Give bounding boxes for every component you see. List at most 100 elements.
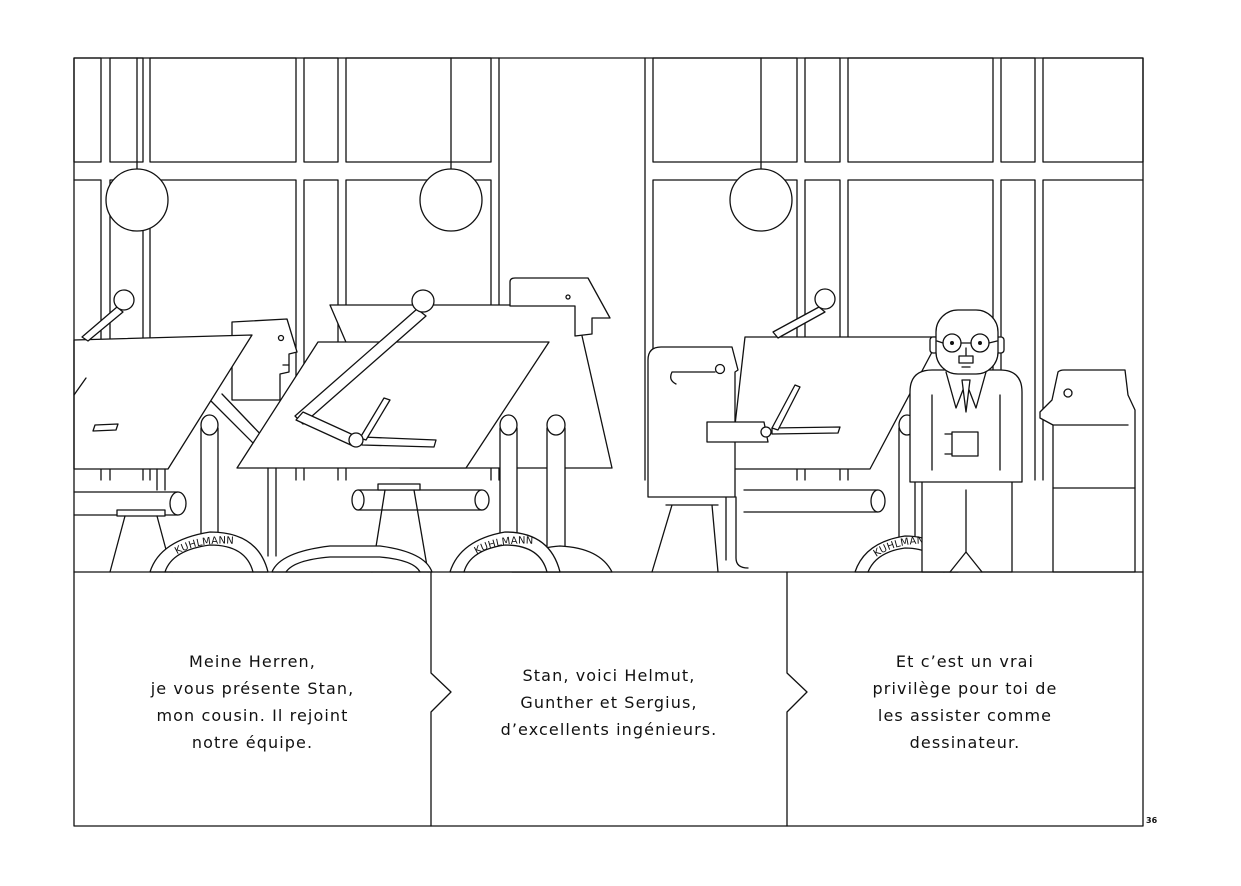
window-pane-upper: [73, 57, 102, 163]
window-pane-upper: [303, 57, 339, 163]
stool-seat: [116, 509, 166, 517]
window-pane-upper: [804, 57, 841, 163]
footrest-pipe: [357, 489, 483, 511]
table-stand: [267, 467, 277, 557]
chair-base-inner: [285, 556, 421, 573]
caption-line: d’excellents ingénieurs.: [500, 719, 718, 739]
engineer-boxy-arm: [706, 421, 769, 443]
helmut-tie: [961, 379, 971, 413]
table-post-top: [546, 414, 566, 436]
lamp-globe: [729, 168, 793, 232]
drafting-arm: [772, 306, 826, 339]
window-pane-upper: [109, 57, 144, 163]
caption-divider: [786, 571, 808, 827]
caption-line: Meine Herren,: [189, 652, 316, 671]
helmut-feet: [949, 551, 983, 573]
seat-stand: [725, 496, 749, 569]
ruler: [771, 384, 801, 431]
engineer-center-eye: [565, 294, 571, 300]
helmut-cuff: [944, 433, 953, 455]
drafting-table-center: KUHLMANN: [236, 289, 613, 573]
caption-line: dessinateur.: [909, 733, 1021, 752]
helmut-hand: [951, 431, 979, 457]
engineer-right: [1039, 369, 1136, 573]
drafting-arm-pivot: [411, 289, 435, 313]
caption-line: Stan, voici Helmut,: [522, 665, 696, 685]
drafting-arm-pivot: [814, 288, 836, 310]
stool-legs: [651, 504, 719, 573]
helmut-torso: [909, 369, 1023, 483]
stool-seat: [377, 483, 421, 491]
footrest-pipe-end: [169, 491, 187, 516]
window-pane-upper: [847, 57, 994, 163]
engineer-boxy-brow: [670, 371, 716, 385]
helmut-eye: [950, 341, 954, 345]
helmut-mustache: [958, 355, 974, 364]
helmut-head: [935, 309, 999, 375]
window-pane-upper: [149, 57, 297, 163]
caption-line: privilège pour toi de: [872, 679, 1058, 698]
drafting-head: [348, 432, 364, 448]
window-pane-lower: [804, 179, 841, 481]
caption-line: les assister comme: [877, 706, 1053, 725]
chair-base: [271, 545, 433, 573]
window-pane-upper: [1042, 57, 1144, 163]
engineer-right-figure: [1039, 369, 1136, 573]
caption-line: mon cousin. Il rejoint: [156, 706, 349, 725]
lamp-globe: [105, 168, 169, 232]
footrest-pipe: [743, 489, 879, 513]
drafting-arm: [294, 308, 427, 425]
engineer-right-eye: [1063, 388, 1073, 398]
ruler: [771, 426, 841, 435]
helmut: [909, 309, 1023, 573]
ruler: [92, 423, 119, 432]
window-pane-lower: [303, 179, 339, 481]
helmut-eye: [978, 341, 982, 345]
ruler: [359, 397, 391, 441]
table-stand: [156, 468, 166, 491]
caption-box-2: Stan, voici Helmut, Gunther et Sergius, …: [431, 572, 787, 826]
footrest-pipe-end: [474, 489, 490, 511]
drafting-arm: [81, 306, 124, 342]
page-frame: [73, 57, 1144, 827]
chair-base-inner: [463, 544, 548, 573]
table-post-top: [499, 414, 518, 436]
panel-border: [73, 57, 1144, 827]
engineer-boxy-eye: [714, 363, 726, 375]
window-pane-upper: [652, 57, 798, 163]
engineer-left-eye: [277, 334, 285, 342]
engineer-center: [509, 277, 611, 337]
window-pane-lower: [652, 179, 798, 481]
ruler: [73, 377, 87, 396]
chair-base: [149, 531, 269, 573]
window-pane-upper: [1000, 57, 1036, 163]
drafting-arm-pivot: [113, 289, 135, 311]
lamp-globe: [419, 168, 483, 232]
table-post-top: [200, 414, 219, 436]
window-pane-lower: [1000, 179, 1036, 481]
drafting-table-right: KUHLMANN: [729, 288, 959, 573]
caption-line: je vous présente Stan,: [150, 679, 355, 698]
caption-line: notre équipe.: [191, 733, 314, 752]
caption-box-3: Et c’est un vrai privilège pour toi de l…: [787, 572, 1143, 826]
pendant-lamps: [105, 57, 793, 232]
helmut-glasses-bridge: [936, 340, 998, 344]
drafting-table-left: KUHLMANN: [73, 289, 269, 573]
drafting-board: [236, 341, 550, 469]
caption-box-1: Meine Herren, je vous présente Stan, mon…: [74, 572, 431, 826]
window-pane-lower: [1042, 179, 1144, 481]
engineer-left-head: [231, 318, 298, 401]
chair-base: [449, 531, 561, 573]
engineer-boxy: [647, 346, 772, 573]
engineer-center-head: [509, 277, 611, 337]
window-pane-lower: [149, 179, 297, 481]
chair-base-inner: [164, 544, 254, 573]
engineer-boxy-body: [647, 346, 739, 498]
engineer-boxy-hand: [760, 426, 772, 438]
window-pane-upper: [345, 57, 492, 163]
footrest-pipe-end: [870, 489, 886, 513]
caption-divider: [430, 571, 452, 827]
drafting-board: [73, 334, 253, 470]
caption-line: Gunther et Sergius,: [520, 692, 698, 712]
